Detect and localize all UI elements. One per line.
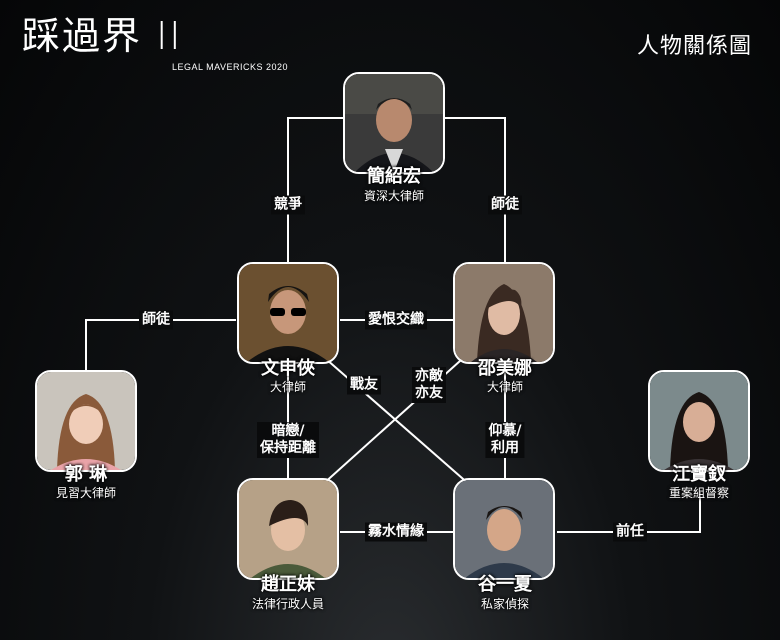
name-kwok: 郭 琳 (64, 464, 108, 485)
line-man-kwok (85, 319, 236, 370)
role-siu: 大律師 (486, 380, 524, 394)
relation-gaan-siu: 師徒 (488, 195, 522, 215)
logo-title: 踩過界 II (22, 14, 183, 58)
name-kong: 江寶釵 (672, 464, 726, 485)
relation-man-chiu: 暗戀/ 保持距離 (257, 422, 319, 458)
name-kuk: 谷一夏 (478, 574, 532, 595)
portrait-kuk (453, 478, 555, 580)
portrait-kong (648, 370, 750, 472)
name-gaan: 簡紹宏 (367, 166, 421, 187)
logo-subtitle: LEGAL MAVERICKS 2020 (172, 62, 289, 72)
role-gaan: 資深大律師 (363, 189, 425, 203)
show-logo: 踩過界 II LEGAL MAVERICKS 2020 (22, 14, 288, 72)
line-man-kuk (317, 351, 471, 486)
portrait-chiu (237, 478, 339, 580)
line-kuk-kong (557, 492, 701, 533)
portrait-gaan (343, 72, 445, 174)
portrait-kwok (35, 370, 137, 472)
line-gaan-siu (445, 117, 506, 262)
relation-man-kwok: 師徒 (139, 310, 173, 330)
name-chiu: 趙正妹 (261, 574, 315, 595)
role-kwok: 見習大律師 (55, 486, 117, 500)
role-man: 大律師 (269, 380, 307, 394)
role-kong: 重案組督察 (668, 486, 730, 500)
relation-siu-kuk: 仰慕/ 利用 (485, 422, 525, 458)
relation-siu-chiu: 亦敵 亦友 (412, 367, 446, 403)
name-siu: 邵美娜 (478, 358, 532, 379)
role-kuk: 私家偵探 (480, 597, 530, 611)
relation-chiu-kuk: 霧水情緣 (365, 522, 427, 542)
portrait-siu (453, 262, 555, 364)
name-man: 文申俠 (261, 358, 315, 379)
line-gaan-man (287, 117, 343, 262)
diagram-title: 人物關係圖 (636, 34, 752, 59)
relation-kuk-kong: 前任 (613, 522, 647, 542)
relation-gaan-man: 競爭 (271, 195, 305, 215)
portrait-man (237, 262, 339, 364)
relation-man-kuk: 戰友 (347, 375, 381, 395)
relation-man-siu: 愛恨交織 (365, 310, 427, 330)
role-chiu: 法律行政人員 (251, 597, 325, 611)
